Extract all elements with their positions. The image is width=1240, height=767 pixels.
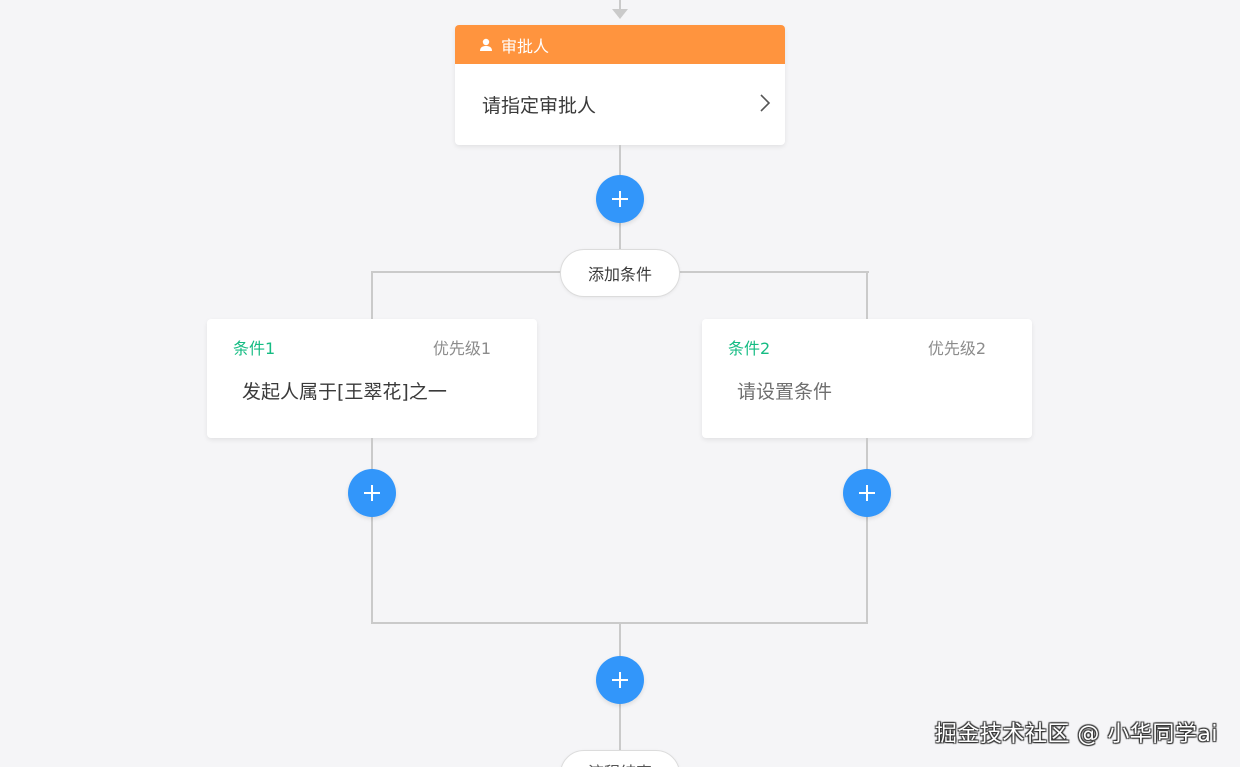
connector-line [619, 0, 621, 10]
add-node-button[interactable] [596, 656, 644, 704]
arrow-down-icon [612, 9, 628, 19]
plus-icon [364, 485, 380, 501]
condition-card-1[interactable]: 条件1 优先级1 发起人属于[王翠花]之一 [207, 319, 537, 438]
connector-line [371, 438, 373, 624]
approver-node-header: 审批人 [455, 25, 785, 64]
condition-priority: 优先级2 [927, 339, 986, 358]
connector-line [866, 271, 868, 321]
add-node-button[interactable] [596, 175, 644, 223]
user-icon [480, 38, 492, 51]
add-node-button[interactable] [348, 469, 396, 517]
end-node: 流程结束 [560, 750, 680, 767]
condition-title: 条件2 [728, 339, 771, 358]
approver-node-body[interactable]: 请指定审批人 [455, 64, 785, 145]
connector-line [371, 271, 373, 321]
add-node-button[interactable] [843, 469, 891, 517]
connector-line [866, 438, 868, 624]
add-condition-label: 添加条件 [587, 265, 652, 284]
plus-icon [612, 672, 628, 688]
approver-node[interactable]: 审批人 请指定审批人 [455, 25, 785, 145]
add-condition-button[interactable]: 添加条件 [560, 249, 680, 297]
chevron-right-icon [760, 94, 771, 112]
end-node-label: 流程结束 [588, 759, 652, 767]
plus-icon [612, 191, 628, 207]
condition-content: 请设置条件 [737, 381, 833, 403]
condition-title: 条件1 [233, 339, 276, 358]
approver-placeholder: 请指定审批人 [482, 95, 597, 117]
condition-card-2[interactable]: 条件2 优先级2 请设置条件 [702, 319, 1032, 438]
condition-priority: 优先级1 [432, 339, 491, 358]
approver-node-title: 审批人 [501, 36, 550, 56]
condition-content: 发起人属于[王翠花]之一 [242, 381, 447, 403]
watermark: 掘金技术社区 @ 小华同学ai [934, 722, 1218, 747]
plus-icon [859, 485, 875, 501]
